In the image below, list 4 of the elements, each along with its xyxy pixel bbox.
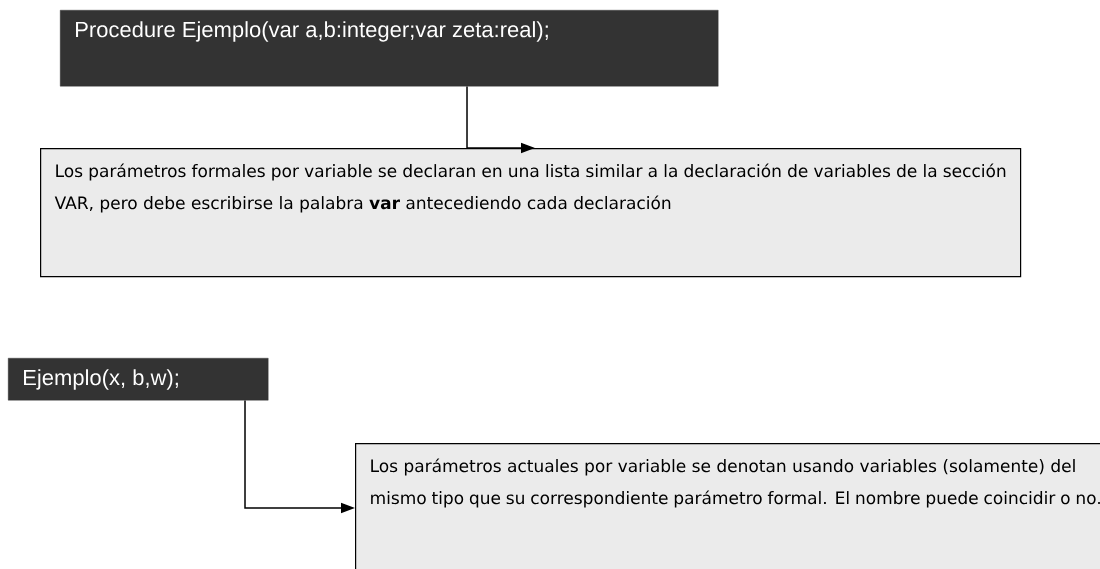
code-box: Procedure Ejemplo(var a,b:integer;var zeta:real);	[60, 10, 719, 87]
note-box: Los parámetros actuales por variable se denotan usando variables (solamente) del mismo tipo que su correspondiente parámetro formal. El nombre puede coincidir o no.	[355, 443, 1100, 569]
code-box: Ejemplo(x, b,w);	[8, 358, 269, 401]
note-box: Los parámetros formales por variable se declaran en una lista similar a la declaración de variables de la sección VAR, pero debe escribirse la palabra var antecediendo cada declaración	[40, 148, 1022, 278]
